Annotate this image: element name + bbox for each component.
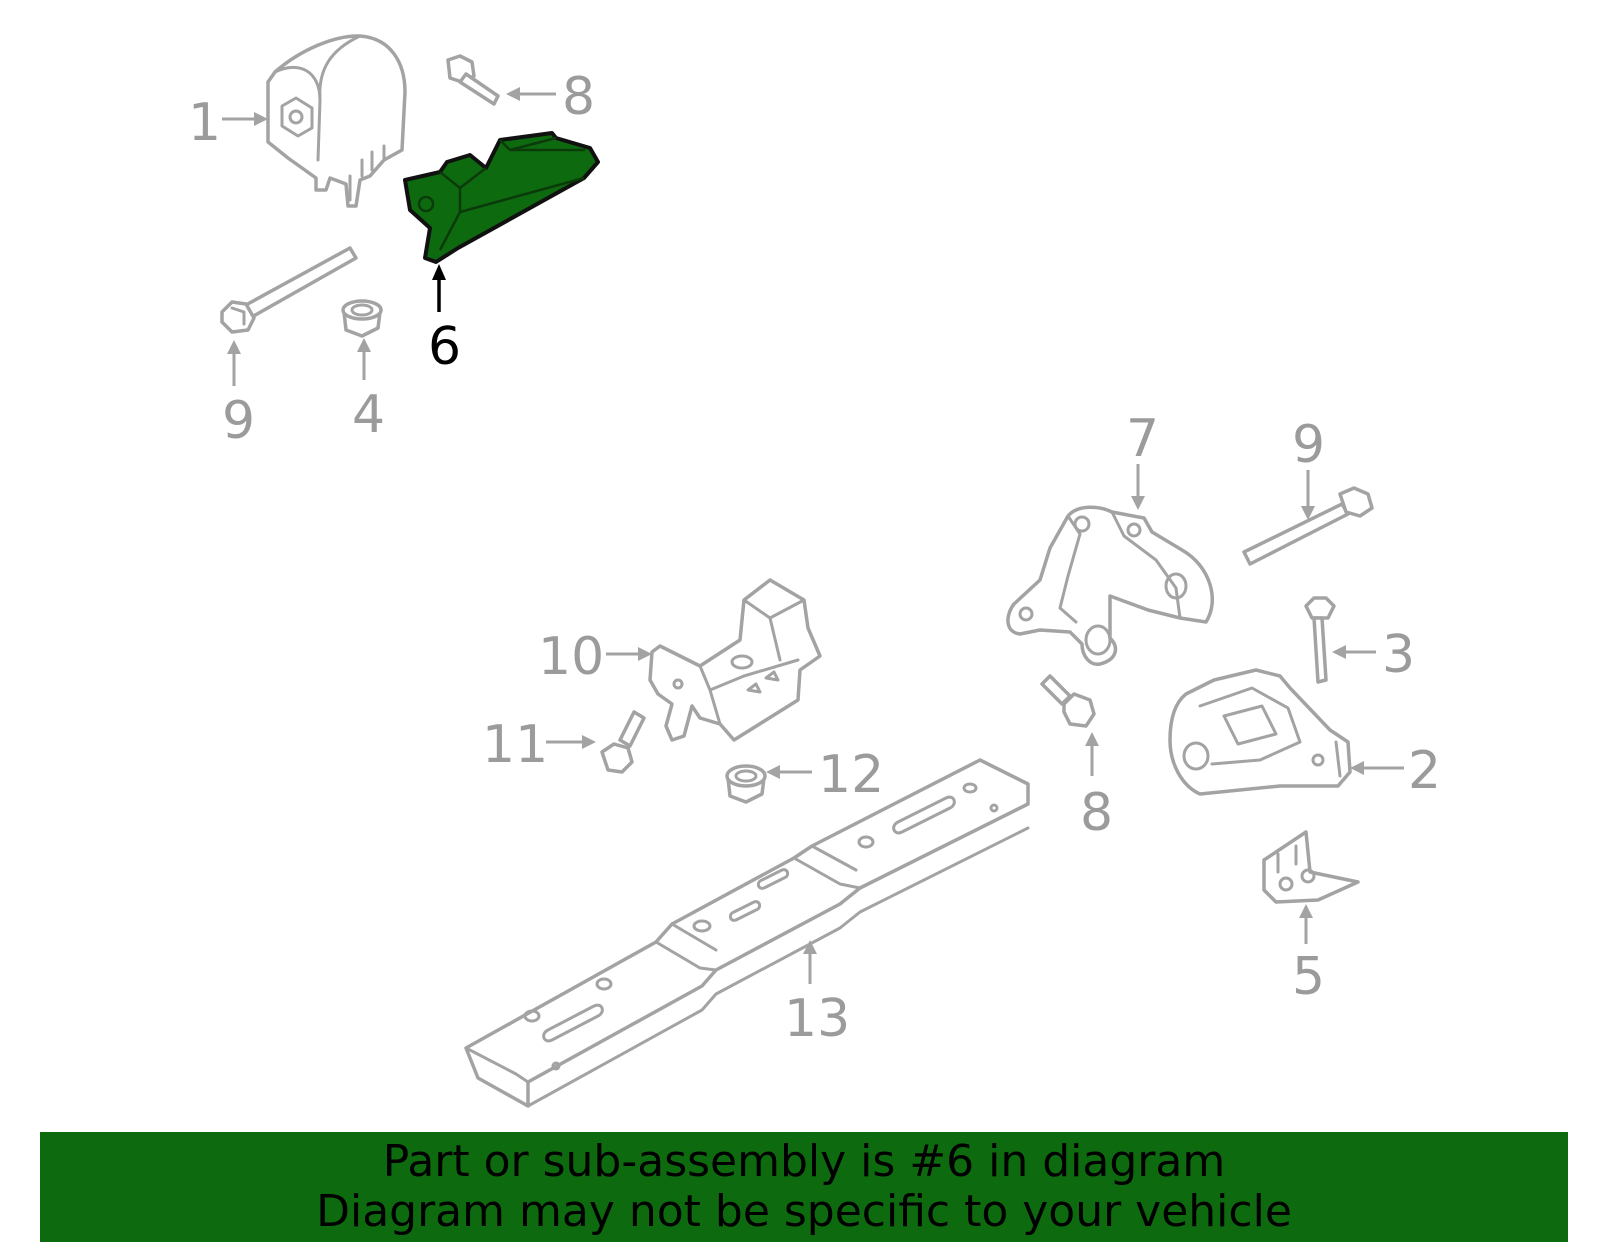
- part-5-small-bracket[interactable]: [1262, 830, 1360, 904]
- callout-11[interactable]: 11: [482, 715, 548, 775]
- callout-labels: 1 2 3 4 5 6 7 8 8 9 9 10 11 12 13: [188, 67, 1441, 1049]
- callout-12[interactable]: 12: [818, 745, 884, 805]
- info-banner: Part or sub-assembly is #6 in diagram Di…: [40, 1132, 1568, 1242]
- part-10-bracket[interactable]: [648, 578, 822, 742]
- callout-9-left[interactable]: 9: [222, 391, 255, 451]
- part-6-body: [403, 131, 600, 264]
- callout-6[interactable]: 6: [428, 317, 461, 377]
- callout-5[interactable]: 5: [1292, 947, 1325, 1007]
- banner-line-2: Diagram may not be specific to your vehi…: [316, 1186, 1292, 1237]
- callout-10[interactable]: 10: [538, 627, 604, 687]
- part-4-nut[interactable]: [341, 299, 383, 338]
- part-6-bracket-highlighted[interactable]: [403, 131, 600, 264]
- callout-13[interactable]: 13: [784, 989, 850, 1049]
- callout-4[interactable]: 4: [352, 385, 385, 445]
- part-8-bolt-top[interactable]: [446, 54, 500, 106]
- part-3-bolt[interactable]: [1304, 596, 1336, 684]
- callout-3[interactable]: 3: [1382, 625, 1415, 685]
- part-8-bolt-right[interactable]: [1040, 674, 1096, 728]
- part-2-transmission-mount[interactable]: [1168, 668, 1352, 796]
- part-7-bracket[interactable]: [1006, 505, 1215, 666]
- callout-2[interactable]: 2: [1408, 741, 1441, 801]
- callout-arrows: [222, 87, 1404, 984]
- part-11-bolt[interactable]: [600, 710, 646, 774]
- part-9-long-bolt-right[interactable]: [1242, 486, 1374, 566]
- part-13-crossmember[interactable]: [464, 758, 1030, 1108]
- banner-line-1: Part or sub-assembly is #6 in diagram: [382, 1136, 1226, 1187]
- callout-8-top[interactable]: 8: [562, 67, 595, 127]
- part-1-engine-mount[interactable]: [266, 34, 407, 208]
- callout-9-right[interactable]: 9: [1292, 415, 1325, 475]
- callout-7[interactable]: 7: [1126, 409, 1159, 469]
- callout-1[interactable]: 1: [188, 93, 221, 153]
- part-12-nut[interactable]: [725, 764, 767, 804]
- part-9-long-bolt-left[interactable]: [220, 246, 358, 334]
- callout-8-right[interactable]: 8: [1080, 783, 1113, 843]
